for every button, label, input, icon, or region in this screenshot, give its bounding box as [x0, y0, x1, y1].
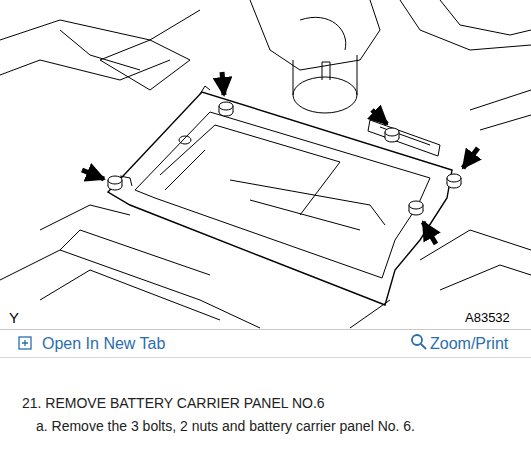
pointer-arrow [82, 72, 478, 244]
link-text: Zoom/Print [430, 334, 508, 353]
zoom-icon [412, 335, 426, 349]
frame-line [0, 329, 531, 330]
body-structure [0, 0, 531, 328]
tab-icon [19, 337, 31, 349]
figure-number: A83532 [465, 310, 510, 326]
step-heading: 21. REMOVE BATTERY CARRIER PANEL NO.6 [22, 395, 325, 412]
link-text: Open In New Tab [42, 334, 165, 353]
frame-line [0, 357, 531, 358]
view-letter: Y [9, 309, 19, 327]
step-instruction: a. Remove the 3 bolts, 2 nuts and batter… [36, 418, 415, 435]
